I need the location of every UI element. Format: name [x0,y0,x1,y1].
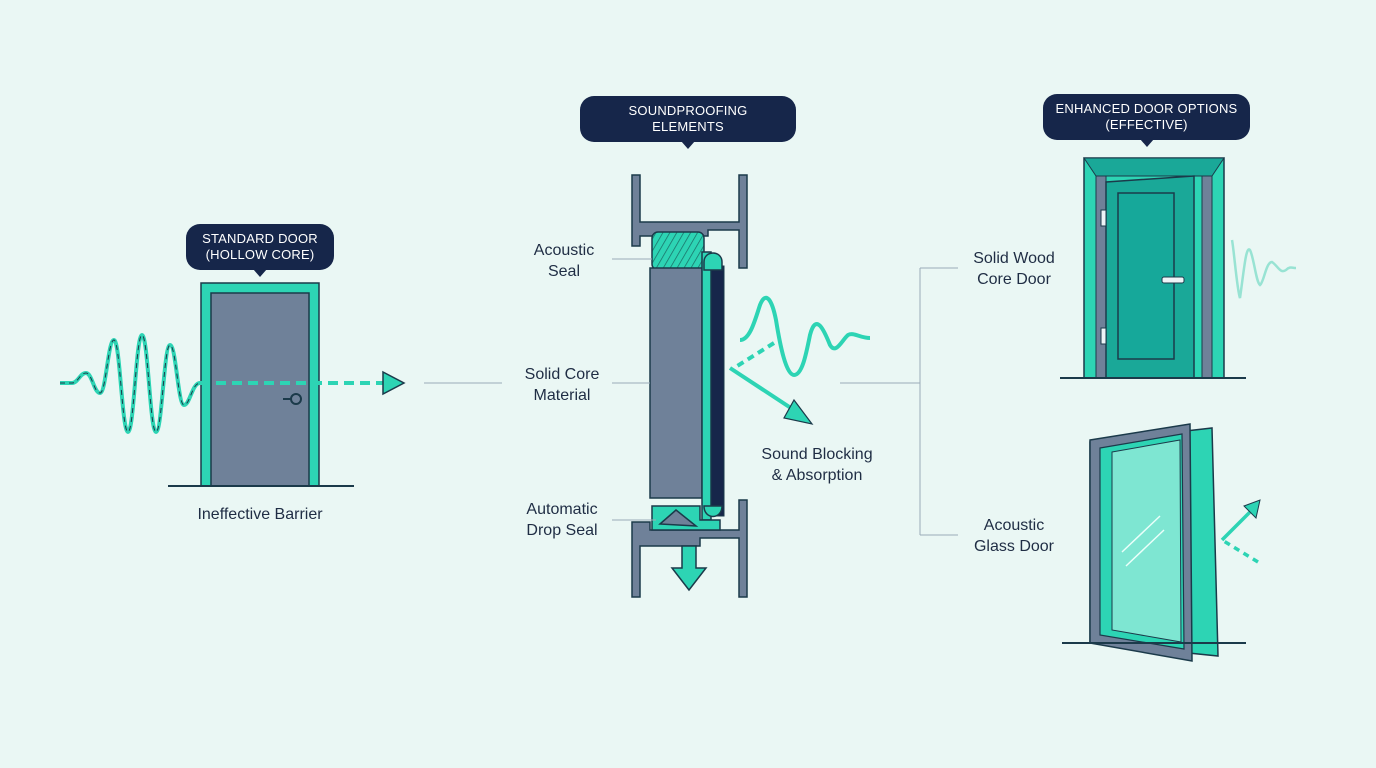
acoustic-seal [651,231,705,271]
enhanced-title-line1: ENHANCED DOOR OPTIONS [1055,101,1238,116]
arrowhead-icon [1243,499,1261,519]
teal-layer [701,251,712,521]
glass-pane-inner [1111,439,1182,643]
standard-door-panel [210,292,310,487]
solid-wood-label: Solid Wood Core Door [973,250,1055,288]
arrowhead-icon [382,370,406,396]
connector-bracket [840,267,958,536]
drop-seal-label: Automatic Drop Seal [526,501,598,539]
door-inset-panel [1117,192,1175,360]
solid-wood-door-group [1060,157,1297,379]
standard-door-title: STANDARD DOOR (HOLLOW CORE) [186,224,334,277]
glass-glare [1125,529,1165,567]
hinge-icon [1100,327,1107,345]
incident-sound-arrow [732,341,776,370]
glass-door-label: Acoustic Glass Door [973,517,1055,555]
incoming-sound-wave-core [60,334,201,433]
standard-door-title-line1: STANDARD DOOR [202,231,318,246]
standard-door-title-line2: (HOLLOW CORE) [205,247,315,262]
frame-jamb-right [1201,175,1213,379]
acoustic-seal-label: Acoustic Seal [533,242,595,280]
solid-core-leaf [649,267,703,499]
bottom-seal-lip [703,505,723,518]
deflected-sound-arrow [728,366,802,416]
reflected-sound-arrow [1221,538,1259,564]
frame-jamb-left [1095,175,1107,379]
incoming-sound-wave [60,332,201,435]
drop-arrow-icon [670,545,708,592]
enhanced-title-line2: (EFFECTIVE) [1105,117,1188,132]
bottom-frame-profile [631,499,748,598]
frame-bevel [1083,157,1225,177]
glass-glare [1121,515,1161,553]
soundproofing-title-text: SOUNDPROOFING ELEMENTS [628,103,748,134]
top-frame-profile [631,174,748,269]
glass-door-group [1062,423,1261,662]
standard-door-caption: Ineffective Barrier [197,506,323,523]
door-handle-icon [1161,276,1185,284]
solid-core-label: Solid Core Material [524,366,600,404]
reflected-sound-arrow [1220,510,1252,542]
faint-sound-wave [1230,239,1297,299]
dark-core-layer [710,265,725,517]
hinge-icon [1100,209,1107,227]
drop-seal-mechanism [658,509,699,527]
reflected-sound-wave [739,295,871,378]
enhanced-title: ENHANCED DOOR OPTIONS (EFFECTIVE) [1043,94,1250,147]
soundproofing-title: SOUNDPROOFING ELEMENTS [580,96,796,149]
standard-door-group [60,282,502,487]
arrowhead-icon [783,398,814,425]
top-seal-lip [703,252,723,271]
cross-section-group [612,174,871,598]
sound-blocking-label: Sound Blocking & Absorption [761,446,873,484]
